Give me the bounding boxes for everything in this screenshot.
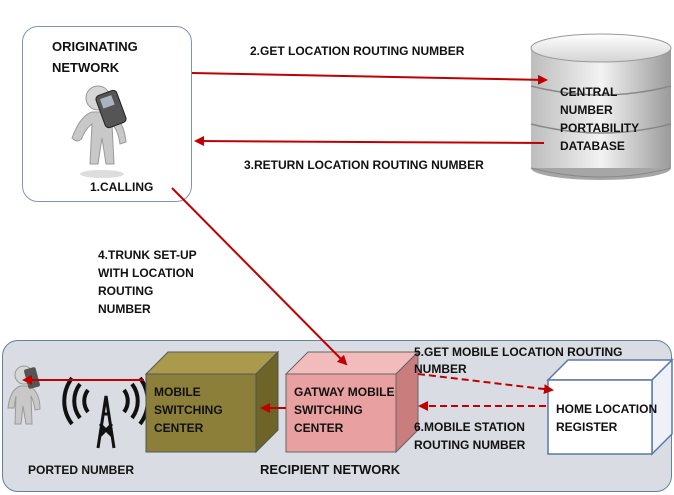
database-label-4: DATABASE bbox=[560, 139, 625, 153]
gmsc-label-1: GATWAY MOBILE bbox=[294, 385, 395, 399]
step6-label-2: ROUTING NUMBER bbox=[414, 438, 526, 452]
gmsc-label-2: SWITCHING bbox=[294, 403, 363, 417]
arrow-step5 bbox=[417, 373, 554, 395]
step5-label-2: NUMBER bbox=[414, 362, 467, 376]
originating-title-2: NETWORK bbox=[52, 60, 120, 75]
recipient-network-label: RECIPIENT NETWORK bbox=[260, 462, 401, 477]
ported-number-label: PORTED NUMBER bbox=[28, 463, 135, 477]
arrow-step3 bbox=[194, 136, 545, 147]
database-label-2: NUMBER bbox=[560, 103, 613, 117]
person-phone-icon bbox=[71, 85, 127, 178]
database-label-3: PORTABILITY bbox=[560, 121, 640, 135]
msc-label-3: CENTER bbox=[154, 421, 204, 435]
calling-label: 1.CALLING bbox=[90, 180, 154, 194]
step4-label-2: WITH LOCATION bbox=[98, 266, 194, 280]
gmsc-box bbox=[284, 350, 420, 454]
arrow-step4 bbox=[171, 187, 348, 366]
originating-title-1: ORIGINATING bbox=[52, 39, 138, 54]
hlr-box bbox=[546, 358, 674, 456]
msc-label-1: MOBILE bbox=[154, 385, 201, 399]
step6-label-1: 6.MOBILE STATION bbox=[414, 420, 525, 434]
step4-label-1: 4.TRUNK SET-UP bbox=[98, 248, 197, 262]
msc-box bbox=[144, 350, 280, 454]
database-label-1: CENTRAL bbox=[560, 85, 618, 99]
hlr-label-2: REGISTER bbox=[556, 420, 618, 434]
step4-label-4: NUMBER bbox=[98, 302, 151, 316]
msc-label-2: SWITCHING bbox=[154, 403, 223, 417]
step4-label-3: ROUTING bbox=[98, 284, 154, 298]
hlr-label-1: HOME LOCATION bbox=[556, 402, 658, 416]
step2-label: 2.GET LOCATION ROUTING NUMBER bbox=[250, 44, 465, 58]
gmsc-label-3: CENTER bbox=[294, 421, 344, 435]
database-cylinder-icon bbox=[530, 33, 672, 180]
step5-label-1: 5.GET MOBILE LOCATION ROUTING bbox=[414, 345, 623, 359]
ported-person-icon bbox=[7, 365, 41, 425]
antenna-tower-icon bbox=[62, 376, 150, 449]
step3-label: 3.RETURN LOCATION ROUTING NUMBER bbox=[244, 158, 484, 172]
arrow-step2 bbox=[191, 72, 548, 85]
